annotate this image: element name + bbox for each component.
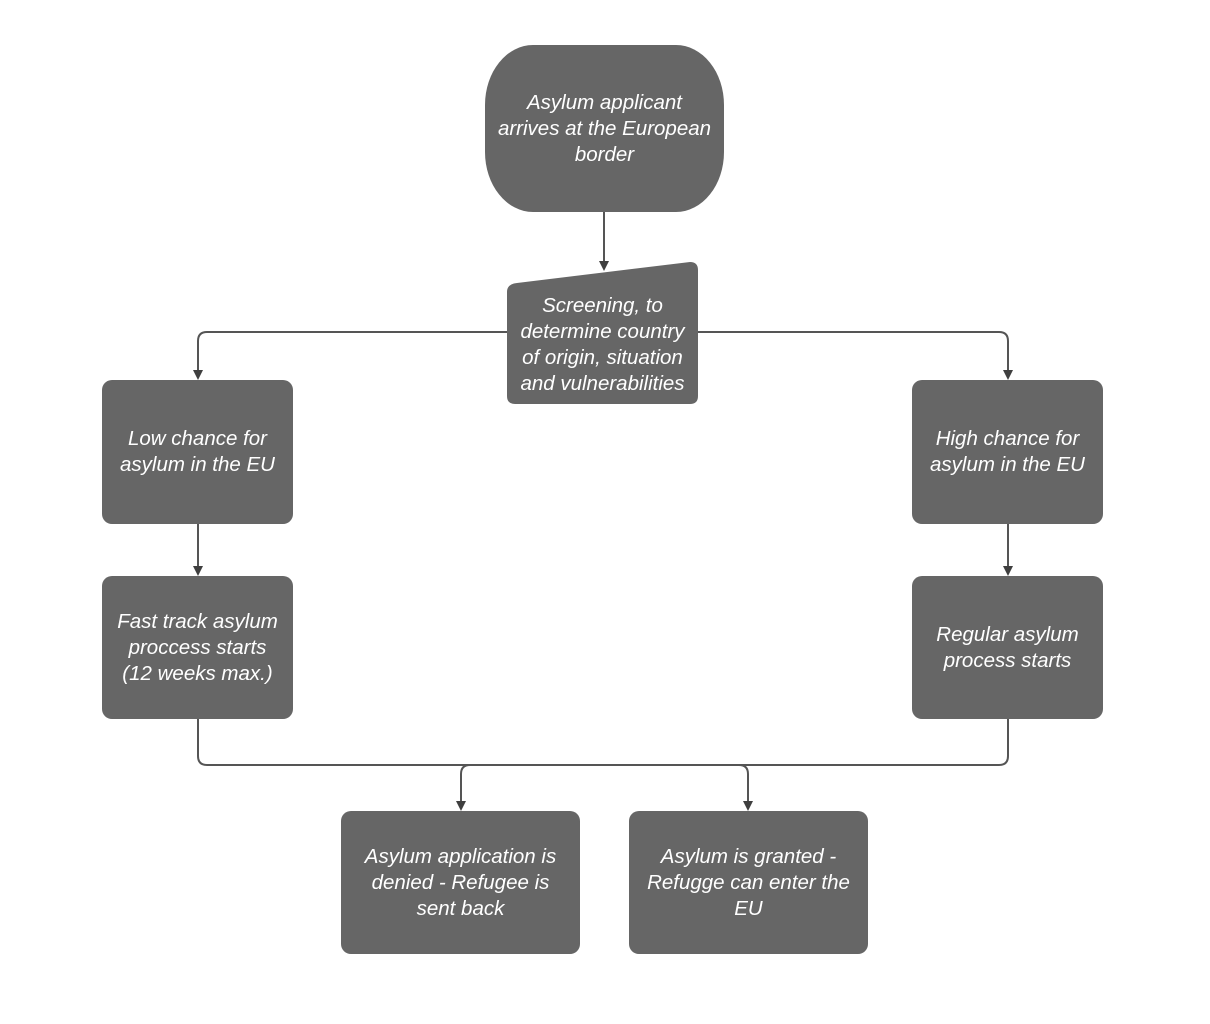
fast-track-node-label: Fast track asylum proccess starts (12 we… <box>117 609 278 685</box>
edge-screening-to-low-chance <box>193 331 507 380</box>
start-node-label: Asylum applicant arrives at the European… <box>497 90 712 166</box>
low-chance-node-label: Low chance for asylum in the EU <box>120 427 275 476</box>
fast-track-node: Fast track asylum proccess starts (12 we… <box>102 576 293 719</box>
granted-node: Asylum is granted - Refugge can enter th… <box>629 811 868 954</box>
regular-process-node: Regular asylum process starts <box>912 576 1103 719</box>
denied-node: Asylum application is denied - Refugee i… <box>341 811 580 954</box>
edge-screening-to-high-chance <box>698 331 1013 380</box>
screening-node: Screening, to determine country of origi… <box>507 282 698 404</box>
edge-merge-to-denied <box>456 764 471 811</box>
screening-shape <box>507 262 698 404</box>
regular-process-node-label: Regular asylum process starts <box>936 622 1079 672</box>
start-node: Asylum applicant arrives at the European… <box>485 45 724 212</box>
denied-node-label: Asylum application is denied - Refugee i… <box>364 844 557 920</box>
edge-fast-track-to-merge <box>197 719 1009 766</box>
screening-node-label: Screening, to determine country of origi… <box>520 294 685 395</box>
low-chance-node: Low chance for asylum in the EU <box>102 380 293 524</box>
high-chance-node-label: High chance for asylum in the EU <box>930 427 1085 476</box>
edge-merge-to-granted <box>738 764 753 811</box>
granted-node-label: Asylum is granted - Refugge can enter th… <box>647 844 850 920</box>
high-chance-node: High chance for asylum in the EU <box>912 380 1103 524</box>
